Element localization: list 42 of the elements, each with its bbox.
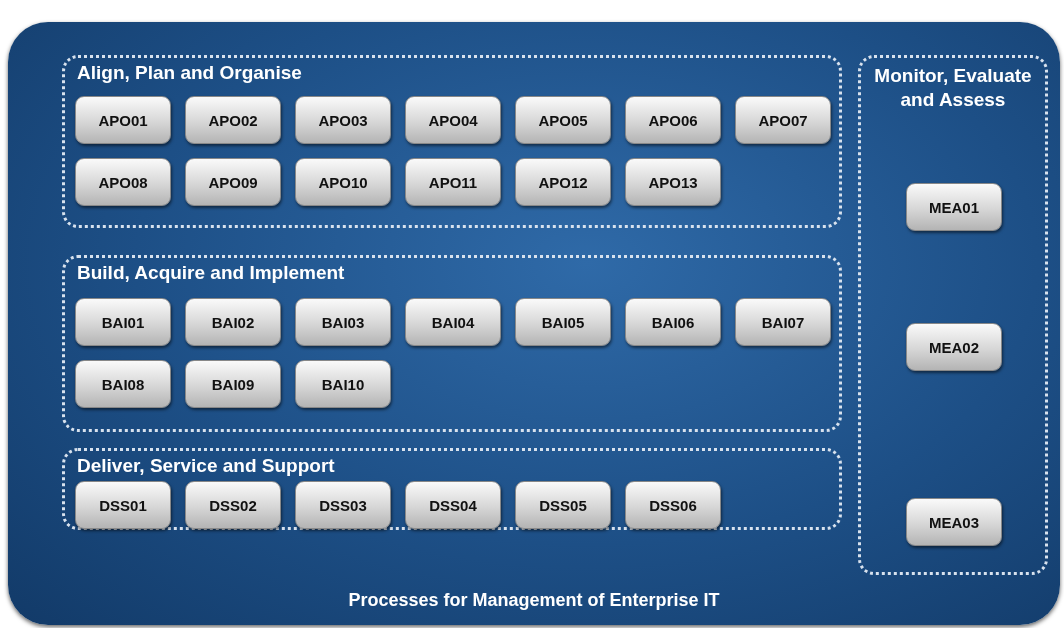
group-heading: Align, Plan and Organise xyxy=(77,62,302,84)
process-box: APO06 xyxy=(625,96,721,144)
process-group-frame xyxy=(62,255,842,432)
process-box: BAI06 xyxy=(625,298,721,346)
group-heading: Deliver, Service and Support xyxy=(77,455,335,477)
process-box: DSS02 xyxy=(185,481,281,529)
process-group-frame xyxy=(62,448,842,530)
process-group-frame xyxy=(62,55,842,228)
process-box: APO02 xyxy=(185,96,281,144)
group-heading: Build, Acquire and Implement xyxy=(77,262,345,284)
process-box: APO05 xyxy=(515,96,611,144)
process-box: APO01 xyxy=(75,96,171,144)
process-box: BAI01 xyxy=(75,298,171,346)
process-group-frame xyxy=(858,55,1048,575)
domain-panel xyxy=(8,22,1060,625)
process-box: APO04 xyxy=(405,96,501,144)
process-box: APO09 xyxy=(185,158,281,206)
process-box: BAI10 xyxy=(295,360,391,408)
process-box: APO03 xyxy=(295,96,391,144)
process-box: APO07 xyxy=(735,96,831,144)
process-box: BAI09 xyxy=(185,360,281,408)
panel-title: Processes for Management of Enterprise IT xyxy=(347,590,721,611)
process-box: APO13 xyxy=(625,158,721,206)
process-box: APO10 xyxy=(295,158,391,206)
process-box: BAI02 xyxy=(185,298,281,346)
process-box: APO08 xyxy=(75,158,171,206)
process-box: DSS04 xyxy=(405,481,501,529)
process-box: APO12 xyxy=(515,158,611,206)
group-heading: Monitor, Evaluate and Assess xyxy=(873,64,1033,112)
process-box: DSS01 xyxy=(75,481,171,529)
process-box: BAI05 xyxy=(515,298,611,346)
process-box: MEA02 xyxy=(906,323,1002,371)
process-box: BAI04 xyxy=(405,298,501,346)
process-box: DSS03 xyxy=(295,481,391,529)
process-box: DSS05 xyxy=(515,481,611,529)
process-box: BAI07 xyxy=(735,298,831,346)
process-box: MEA03 xyxy=(906,498,1002,546)
process-box: DSS06 xyxy=(625,481,721,529)
process-box: APO11 xyxy=(405,158,501,206)
process-box: MEA01 xyxy=(906,183,1002,231)
process-box: BAI08 xyxy=(75,360,171,408)
process-box: BAI03 xyxy=(295,298,391,346)
